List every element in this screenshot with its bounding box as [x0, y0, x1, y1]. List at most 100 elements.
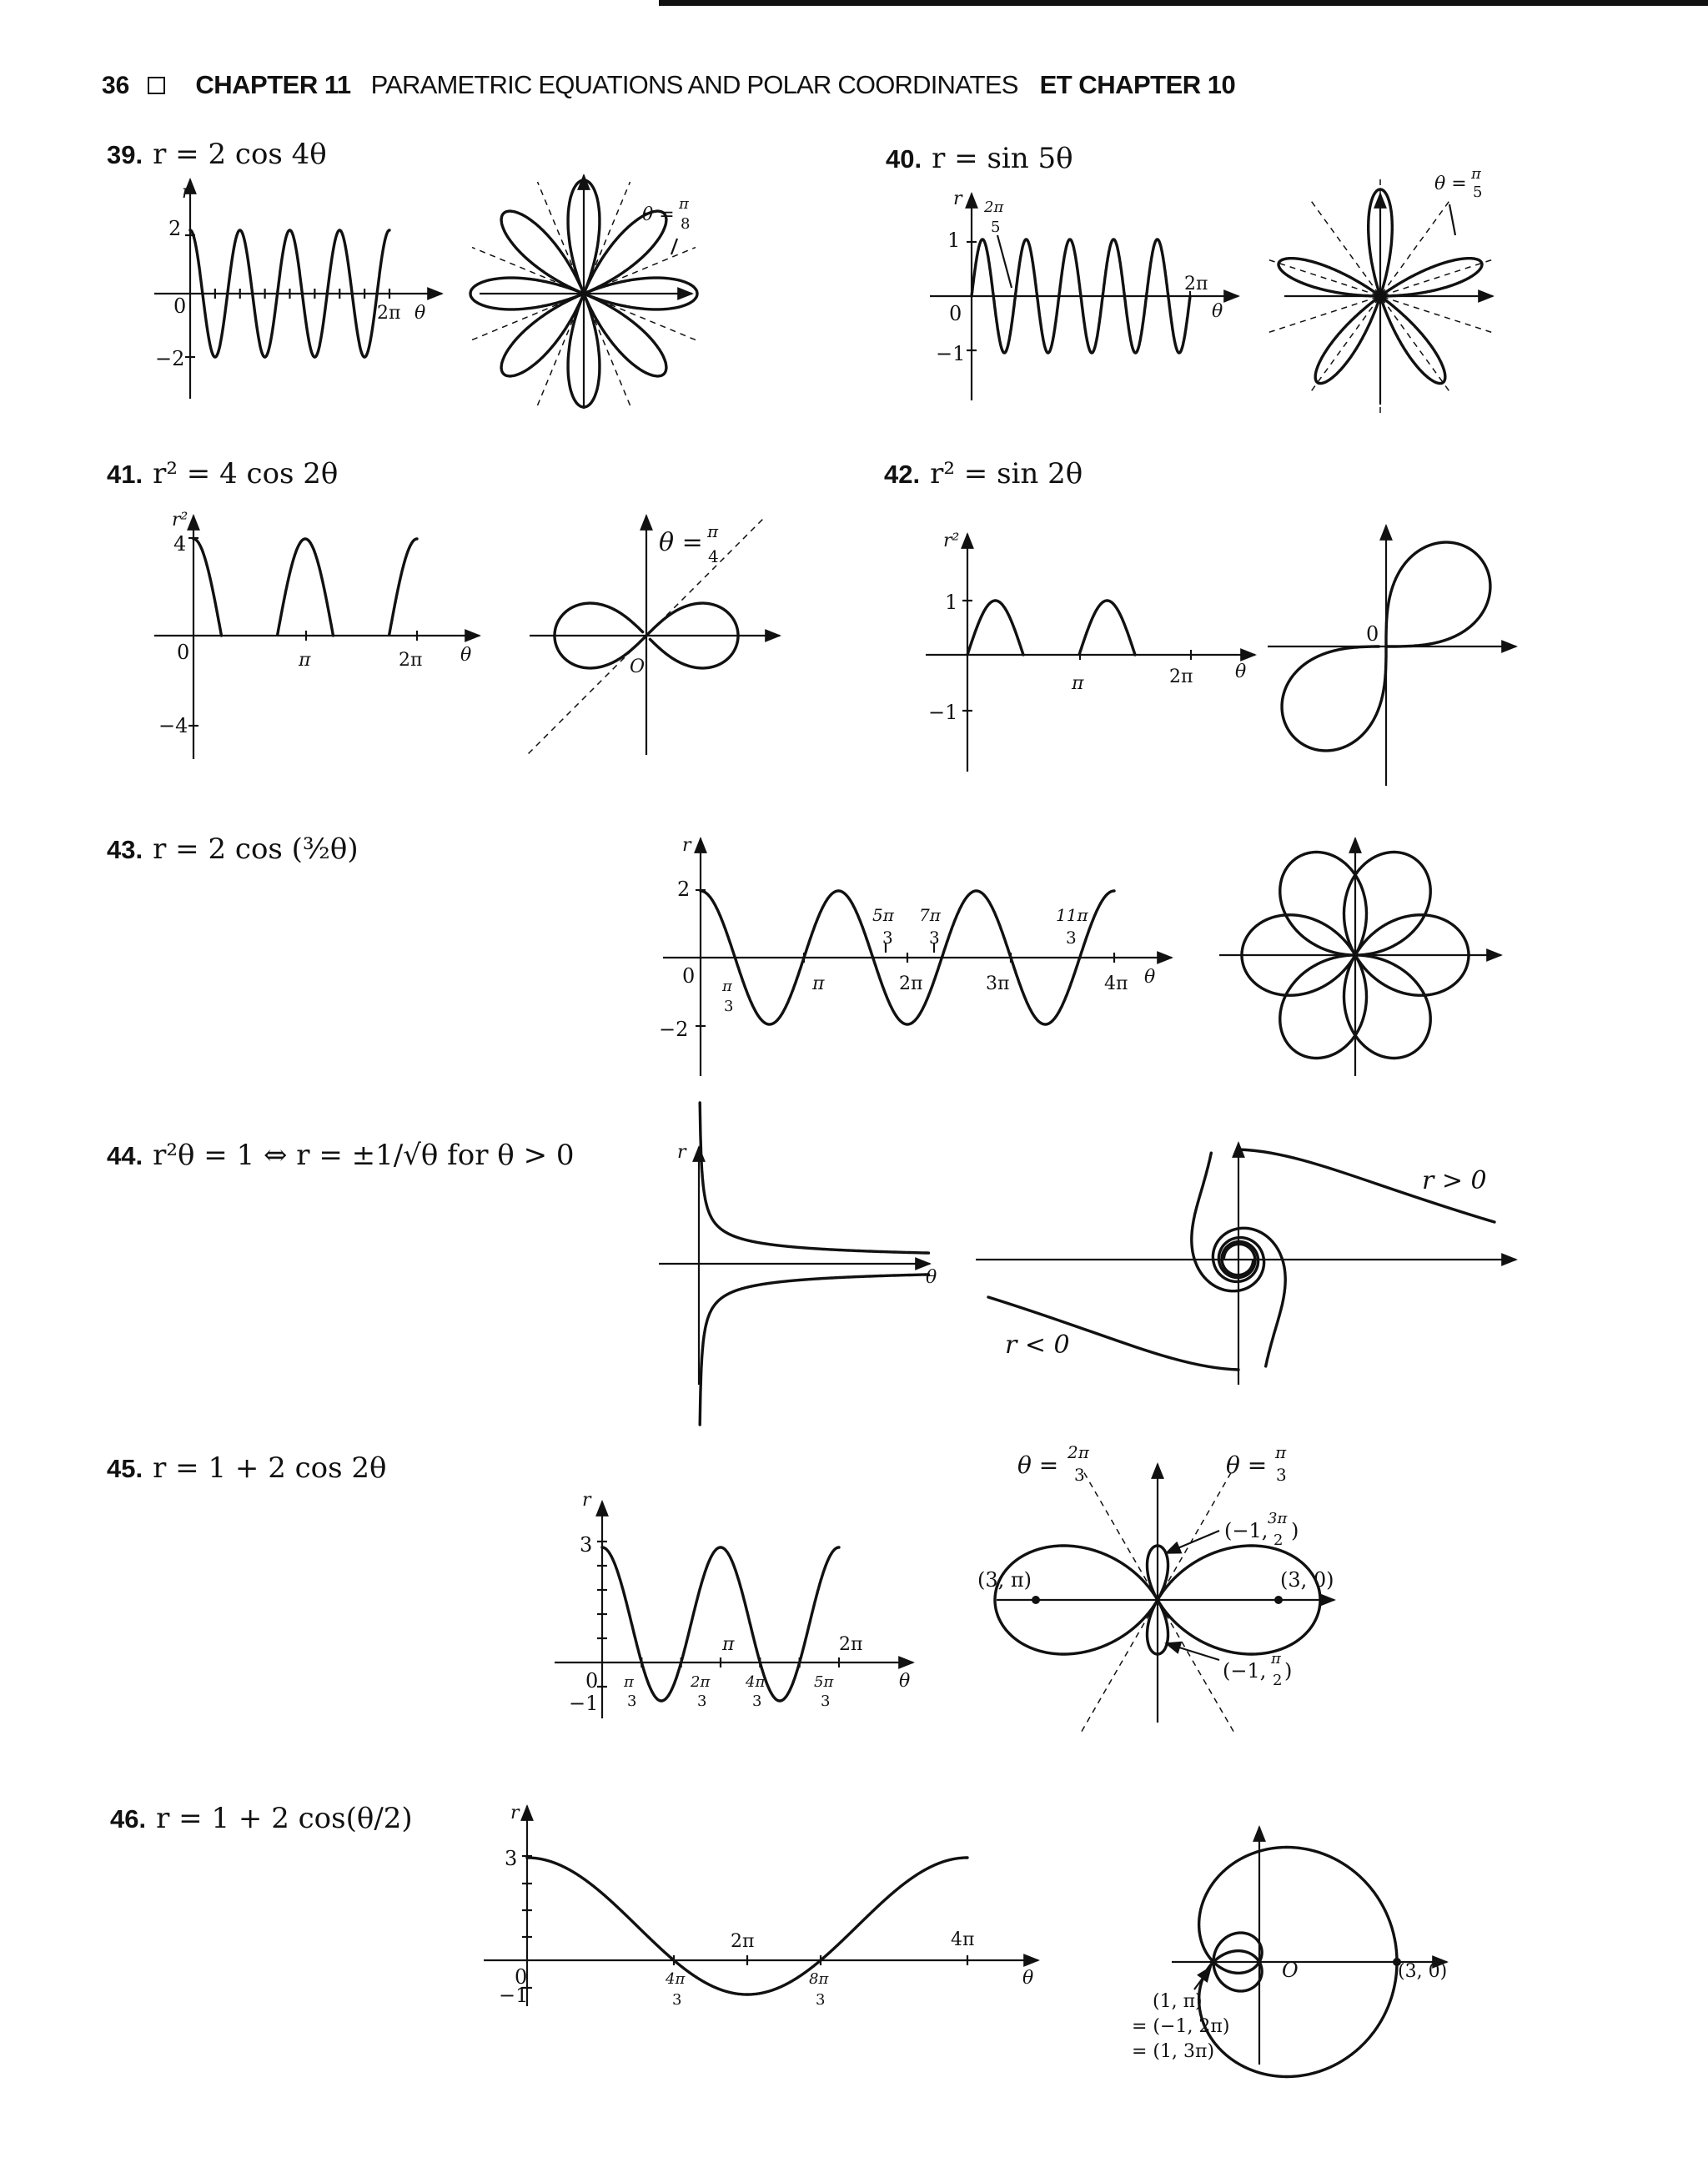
origin-label: 0: [1366, 622, 1379, 646]
tick-label-4: 4: [173, 532, 186, 556]
problem-equation: r = sin 5θ: [932, 142, 1073, 175]
point-label-1pi: (1, π): [1153, 1991, 1203, 2012]
axes-group: [154, 174, 1518, 2065]
curve-39-cartesian: [188, 229, 391, 359]
axis-label-r: r: [182, 182, 192, 203]
dashed-lines-group: [471, 179, 1492, 1732]
curve-42-cartesian: [966, 599, 1025, 656]
chapter-title: PARAMETRIC EQUATIONS AND POLAR COORDINAT…: [370, 70, 1019, 99]
tick-label-2pi: 2π: [399, 650, 422, 671]
point-marker: [1210, 1959, 1217, 1965]
frac-den-3: 3: [1276, 1465, 1287, 1485]
tick-label-2pi: 2π: [1169, 666, 1193, 687]
curve-44-tail-negative: [987, 1295, 1240, 1371]
tick-label-2pi: 2π: [899, 973, 922, 994]
pointer-line: [1164, 1529, 1220, 1555]
tick-label-3: 3: [505, 1847, 517, 1870]
tick-label-pi: π: [811, 973, 825, 994]
problem-equation: r = 1 + 2 cos 2θ: [153, 1451, 387, 1485]
frac-den-2: 2: [1273, 1672, 1282, 1689]
problem-number: 40.: [886, 144, 922, 174]
pointer-line: [670, 238, 679, 255]
dashed-ray: [471, 246, 696, 341]
problem-number: 42.: [884, 460, 921, 489]
curve-39-polar: [469, 179, 699, 409]
pointer-line: [1164, 1641, 1220, 1662]
problem-equation: r² = 4 cos 2θ: [153, 457, 339, 490]
square-icon: [148, 77, 166, 94]
curve-41-cartesian: [276, 537, 335, 637]
curve-44-polar-positive: [1190, 1151, 1266, 1293]
axis-label-r: r: [682, 835, 692, 856]
tick-label-2: 2: [168, 217, 181, 240]
problem-40: 40. r = sin 5θ: [886, 142, 1073, 175]
theta-eq-label: θ =: [642, 204, 675, 225]
problem-39: 39.r = 2 cos 4θ: [107, 138, 327, 171]
point-label-m1-3pi2: (−1,: [1224, 1519, 1268, 1542]
curve-44-polar-negative: [1211, 1226, 1287, 1368]
curve-44-upper: [698, 1101, 931, 1255]
axis-label-theta: θ: [460, 645, 471, 666]
frac-den-3: 3: [816, 1991, 825, 2009]
point-marker: [1032, 1596, 1040, 1604]
problem-43: 43.r = 2 cos (³⁄₂θ): [107, 832, 359, 866]
point-marker: [1274, 1596, 1283, 1604]
curve-44-lower: [698, 1273, 931, 1426]
curve-46-cartesian: [525, 1856, 969, 1996]
tick-label-4pi: 4π: [951, 1929, 974, 1950]
tick-label-pi: π: [298, 650, 311, 671]
frac-den-3: 3: [627, 1693, 636, 1710]
tick-label-0: 0: [515, 1965, 527, 1989]
axis-label-r: r: [582, 1490, 592, 1511]
theta-eq-label: θ =: [1434, 174, 1467, 194]
frac-num-pi: π: [706, 521, 719, 541]
theta-eq-label: θ =: [1017, 1451, 1058, 1479]
tick-label-1: 1: [945, 591, 957, 614]
point-label-m1-pi2: (−1,: [1223, 1659, 1266, 1683]
frac-den-3: 3: [821, 1693, 830, 1710]
point-label-30: (3, 0): [1398, 1961, 1447, 1982]
curve-45-cartesian: [600, 1546, 841, 1703]
frac-num-5pi: 5π: [872, 905, 895, 925]
point-label-eq2: = (1, 3π): [1132, 2041, 1214, 2062]
tick-label-3: 3: [580, 1533, 592, 1557]
frac-num-2pi: 2π: [1067, 1442, 1090, 1462]
problem-number: 46.: [110, 1804, 147, 1833]
curve-41-cartesian: [388, 537, 419, 636]
problem-number: 44.: [107, 1141, 143, 1170]
pointer-line: [996, 234, 1013, 289]
problem-44: 44.r²θ = 1 ⇔ r = ±1/√θ for θ > 0: [107, 1139, 575, 1172]
frac-den-8: 8: [681, 215, 690, 233]
tick-label-neg2: −2: [659, 1018, 688, 1041]
tick-label-neg1: −1: [499, 1984, 528, 2007]
page-header: 36 CHAPTER 11 PARAMETRIC EQUATIONS AND P…: [102, 70, 1236, 112]
axis-label-theta: θ: [1212, 301, 1223, 322]
frac-num-2pi: 2π: [983, 199, 1004, 216]
frac-den-3: 3: [724, 998, 733, 1015]
frac-num-4pi: 4π: [745, 1673, 766, 1691]
tick-label-pi: π: [721, 1634, 735, 1655]
point-marker: [1393, 1958, 1401, 1966]
problem-46: 46. r = 1 + 2 cos(θ/2): [110, 1802, 413, 1835]
tick-label-0: 0: [177, 641, 189, 664]
tick-label-2pi: 2π: [1184, 274, 1208, 294]
problem-equation: r² = sin 2θ: [930, 457, 1083, 490]
origin-label: O: [1282, 1959, 1299, 1982]
axis-label-theta: θ: [1235, 661, 1246, 682]
frac-den-3: 3: [752, 1693, 761, 1710]
axis-label-theta: θ: [926, 1267, 937, 1288]
frac-num-pi: π: [678, 195, 690, 213]
frac-num-pi: π: [1274, 1442, 1287, 1462]
frac-den-3: 3: [1066, 928, 1077, 948]
axis-label-theta: θ: [414, 303, 425, 324]
curve-41-polar: [645, 601, 740, 637]
axis-label-r: r: [953, 189, 963, 209]
frac-num-pi: π: [623, 1673, 635, 1691]
curves-group: [188, 179, 1496, 2079]
curve-42-polar: [1384, 541, 1492, 648]
problem-equation: r = 1 + 2 cos(θ/2): [156, 1802, 413, 1835]
page-number: 36: [102, 72, 130, 99]
point-label-eq1: = (−1, 2π): [1132, 2016, 1229, 2037]
frac-den-3: 3: [672, 1991, 681, 2009]
